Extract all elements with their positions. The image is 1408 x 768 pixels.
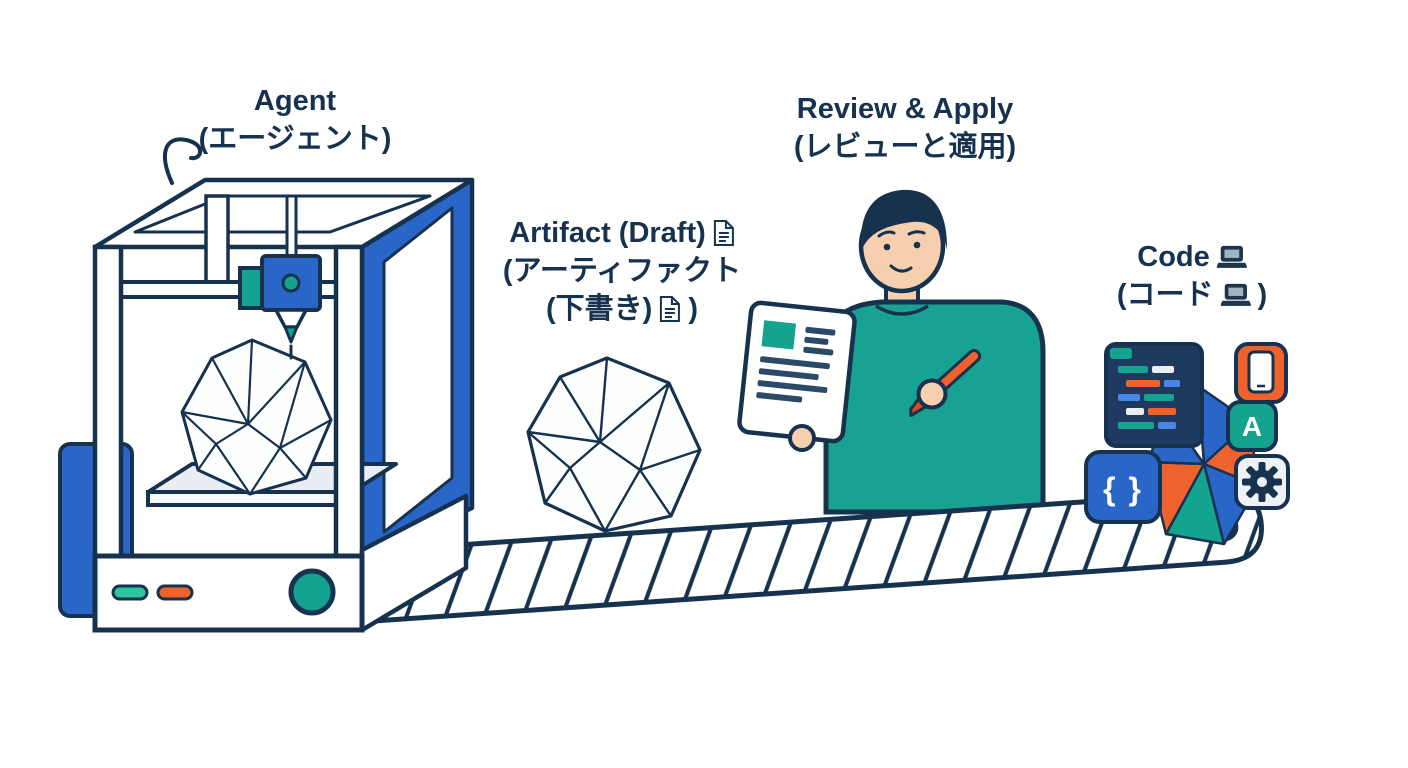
person-left-hand — [788, 424, 816, 452]
belt-stripes — [372, 489, 1264, 621]
phone-app-icon — [1234, 342, 1288, 404]
wireframe-object-printing — [180, 338, 333, 496]
nozzle-tip — [283, 325, 299, 344]
extruder-dial — [281, 273, 301, 293]
agent-label: Agent (エージェント) — [199, 82, 392, 158]
appstore-glyph: A — [1242, 411, 1262, 442]
braces-icon: { } — [1084, 450, 1162, 524]
person-right-arm — [933, 328, 1031, 418]
person-hair — [860, 189, 948, 252]
code-label: Code (コード ) — [1117, 238, 1267, 314]
review-label-ja: (レビューと適用) — [793, 131, 1017, 163]
code-window-tab — [1110, 348, 1132, 359]
gear-icon — [1234, 454, 1290, 510]
right-eyebrow — [907, 230, 926, 236]
document-icon — [660, 296, 681, 322]
printer-back-post — [204, 194, 230, 290]
code-lines — [1118, 366, 1180, 429]
printing-object-wireframe-lines — [181, 339, 332, 495]
printer-dial-button — [288, 568, 336, 616]
gear-glyph — [1242, 462, 1282, 502]
code-label-ja-close: ) — [1257, 279, 1268, 311]
laptop-icon — [1220, 283, 1251, 306]
tablet-thumbnail — [761, 320, 797, 350]
laptop-icon — [1216, 245, 1247, 268]
sweater-collar — [875, 304, 929, 316]
code-editor-icon — [1104, 342, 1204, 448]
printer-status-light-orange — [156, 584, 194, 601]
printer-side-window — [382, 206, 454, 534]
person-right-hand — [916, 378, 948, 410]
agent-label-en: Agent — [253, 85, 337, 117]
tablet-body — [737, 300, 857, 444]
artifact-label-ja1: (アーティファクト — [502, 255, 742, 287]
braces-glyph: { } — [1103, 471, 1143, 507]
artifact-outline — [526, 356, 702, 533]
gantry-rod — [285, 194, 298, 264]
printer-status-light-teal — [111, 584, 149, 601]
artifact-label: Artifact (Draft) (アーティファクト (下書き) ) — [503, 214, 741, 328]
code-cluster: { } A — [1084, 342, 1290, 546]
reviewer-person — [737, 189, 1046, 515]
review-label-en: Review & Apply — [796, 93, 1014, 125]
artifact-wireframe-lines — [527, 357, 701, 532]
left-eye — [883, 243, 891, 251]
wireframe-artifact — [526, 356, 702, 533]
agent-3d-printer — [58, 137, 475, 633]
artifact-label-en: Artifact (Draft) — [509, 217, 706, 249]
printer-front-left-post — [92, 244, 124, 562]
person-face — [877, 230, 926, 273]
artifact-label-ja2-close: ) — [688, 293, 698, 325]
right-eye — [913, 241, 921, 249]
document-icon — [713, 220, 734, 246]
smile — [889, 264, 913, 273]
printer-front-right-post — [333, 244, 365, 562]
nozzle-mount — [274, 308, 308, 329]
left-eyebrow — [877, 230, 896, 238]
tablet-text-lines — [756, 326, 836, 403]
appstore-icon: A — [1226, 400, 1278, 452]
review-label: Review & Apply (レビューと適用) — [794, 90, 1016, 166]
agent-label-ja: (エージェント) — [198, 123, 392, 155]
code-label-ja: (コード — [1116, 279, 1214, 311]
artifact-label-ja2: (下書き) — [546, 293, 653, 325]
printer-cable — [162, 137, 203, 185]
code-label-en: Code — [1137, 241, 1210, 273]
tablet — [737, 300, 857, 444]
